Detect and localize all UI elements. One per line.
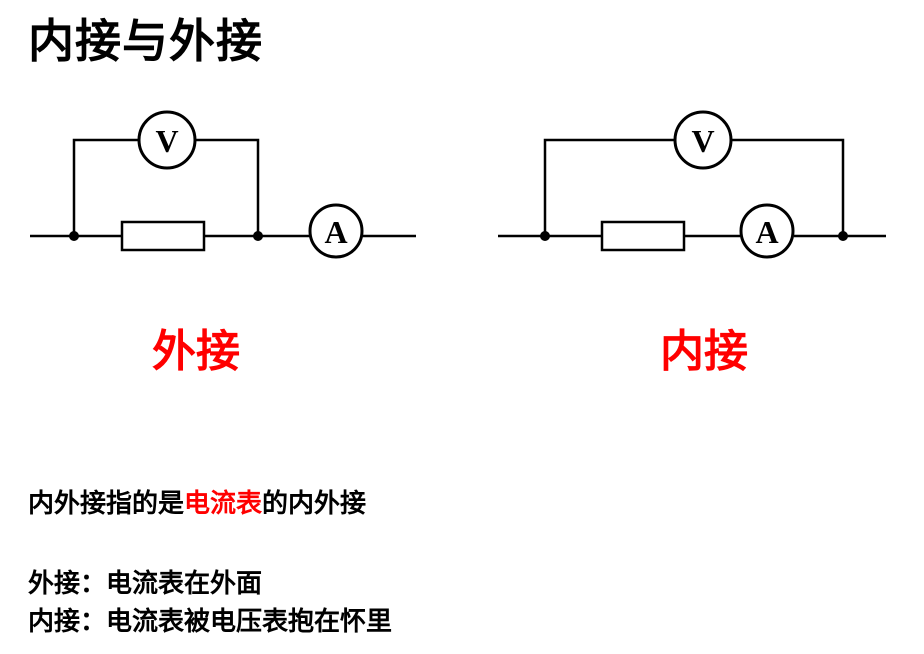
ammeter-label: A [324, 214, 347, 250]
page-title: 内接与外接 [28, 14, 263, 68]
caption-external: 外接 [152, 326, 240, 377]
note-definition-suffix: 的内外接 [262, 489, 367, 519]
junction-node [69, 231, 79, 241]
ammeter-label: A [755, 214, 778, 250]
resistor [120, 220, 206, 252]
wire-parallel-right [195, 138, 260, 236]
voltmeter-circle [137, 110, 197, 170]
note-definition: 内外接指的是电流表的内外接 [28, 488, 366, 522]
wire-parallel-left [72, 138, 139, 236]
junction-node [253, 231, 263, 241]
note-internal: 内接：电流表被电压表抱在怀里 [28, 607, 393, 637]
voltmeter-label: V [691, 123, 714, 159]
note-definition-prefix: 内外接指的是 [28, 489, 185, 519]
voltmeter-circle [673, 110, 733, 170]
junction-node [540, 231, 550, 241]
wire-parallel-right [731, 138, 845, 236]
external-connection-circuit [30, 110, 416, 259]
note-definition-highlight: 电流表 [184, 489, 263, 519]
junction-node [838, 231, 848, 241]
ammeter-circle [308, 203, 364, 259]
caption-internal: 内接 [660, 326, 748, 377]
wire-parallel-left [543, 138, 675, 236]
note-external: 外接：电流表在外面 [28, 569, 263, 599]
resistor [600, 220, 686, 252]
ammeter-circle [739, 203, 795, 259]
voltmeter-label: V [155, 123, 178, 159]
internal-connection-circuit [498, 110, 886, 259]
